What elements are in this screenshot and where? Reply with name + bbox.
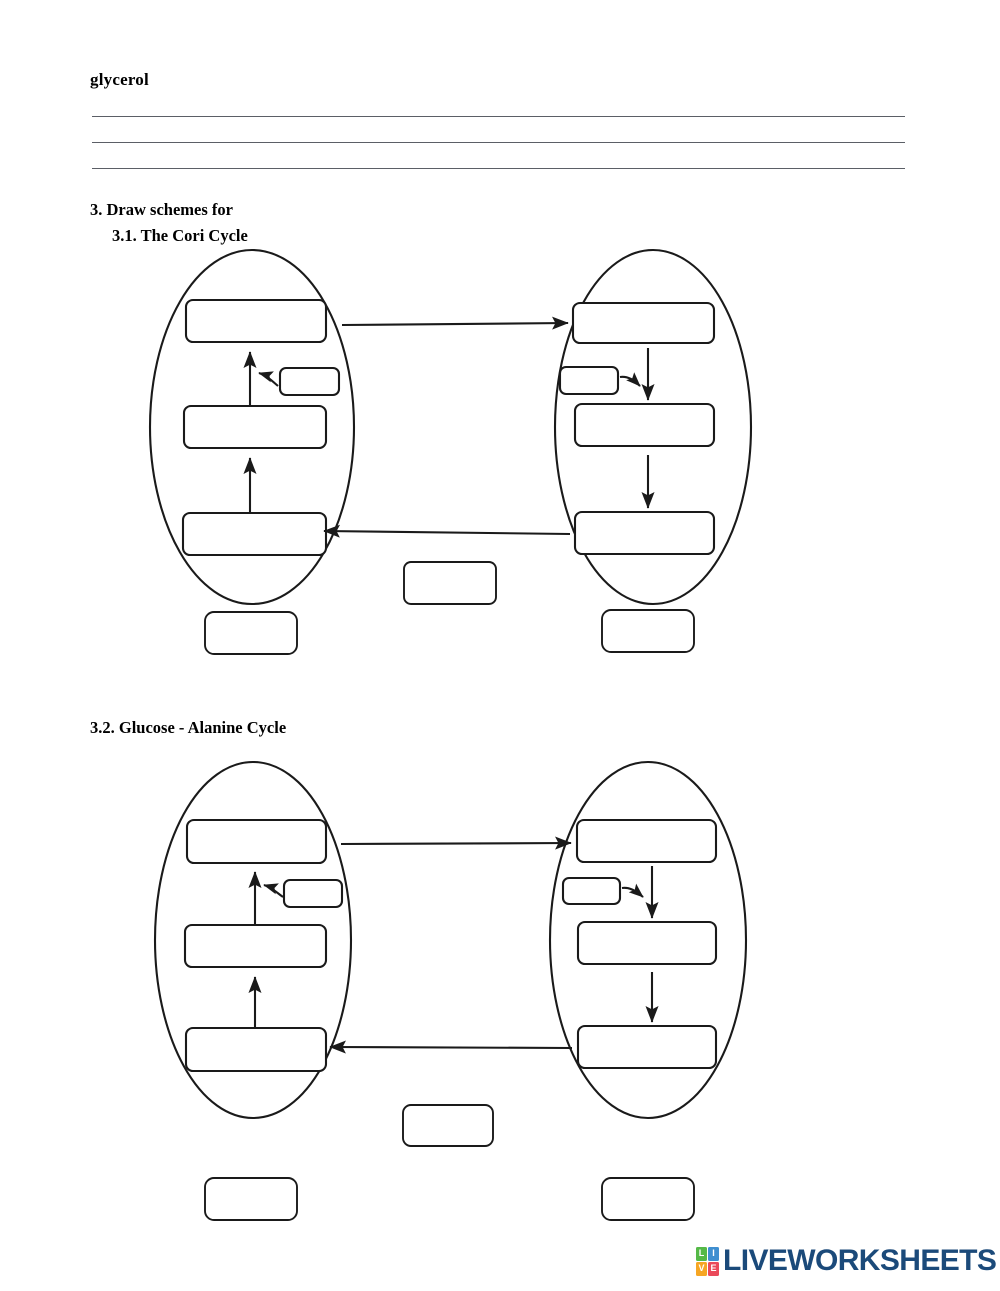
question-3-2-label: 3.2. Glucose - Alanine Cycle [90, 718, 287, 737]
ga-left-organ-label-box[interactable] [204, 1177, 298, 1221]
cori-transport-arrow-right [341, 316, 569, 330]
ga-right-middle-box[interactable] [576, 920, 718, 966]
ga-center-transport-box[interactable] [402, 1104, 494, 1147]
cori-left-cofactor-curved-arrow [258, 371, 279, 387]
diagram-cori-cycle [148, 248, 753, 655]
left-organ-outline [148, 248, 356, 606]
ga-left-cofactor-box[interactable] [282, 878, 344, 909]
logo-block-l: L [696, 1246, 707, 1261]
ga-left-bottom-box[interactable] [184, 1026, 328, 1073]
cori-left-cofactor-box[interactable] [278, 366, 341, 397]
cori-left-middle-box[interactable] [182, 404, 328, 450]
cori-right-organ-label-box[interactable] [601, 609, 695, 653]
cori-left-organ-label-box[interactable] [204, 611, 298, 655]
logo-block-i: I [708, 1246, 719, 1261]
cori-right-middle-box[interactable] [573, 402, 716, 448]
ga-right-bottom-box[interactable] [576, 1024, 718, 1070]
header-word: glycerol [90, 70, 149, 89]
question-3-1-label: 3.1. The Cori Cycle [112, 226, 248, 245]
cori-left-bottom-box[interactable] [181, 511, 328, 557]
logo-block-v: V [696, 1261, 707, 1276]
ga-left-organ-outline [153, 760, 353, 1120]
right-organ-outline [553, 248, 753, 606]
ga-left-top-box[interactable] [185, 818, 328, 865]
ga-right-top-box[interactable] [575, 818, 718, 864]
cori-right-bottom-box[interactable] [573, 510, 716, 556]
ga-right-cofactor-box[interactable] [561, 876, 622, 906]
ga-right-organ-label-box[interactable] [601, 1177, 695, 1221]
cori-right-top-box[interactable] [571, 301, 716, 345]
cori-transport-arrow-left [323, 524, 571, 538]
cori-right-cofactor-curved-arrow [619, 372, 641, 387]
liveworksheets-logo-blocks: L I V E [696, 1246, 719, 1276]
question-3-title: 3. Draw schemes for [90, 200, 233, 219]
ga-right-organ-outline [548, 760, 748, 1120]
answer-line-1[interactable] [92, 116, 905, 117]
liveworksheets-logo[interactable]: L I V E LIVEWORKSHEETS [696, 1244, 997, 1277]
cori-center-transport-box[interactable] [403, 561, 497, 605]
cori-right-cofactor-box[interactable] [558, 365, 620, 396]
ga-left-middle-box[interactable] [183, 923, 328, 969]
ga-transport-arrow-left [329, 1040, 573, 1054]
ga-left-cofactor-curved-arrow [263, 883, 284, 898]
ga-transport-arrow-right [340, 836, 572, 850]
answer-line-2[interactable] [92, 142, 905, 143]
ga-right-cofactor-curved-arrow [621, 883, 644, 898]
cori-left-top-box[interactable] [184, 298, 328, 344]
diagram-glucose-alanine-cycle [153, 760, 748, 1221]
liveworksheets-wordmark: LIVEWORKSHEETS [723, 1244, 997, 1277]
answer-line-3[interactable] [92, 168, 905, 169]
logo-block-e: E [708, 1261, 719, 1276]
